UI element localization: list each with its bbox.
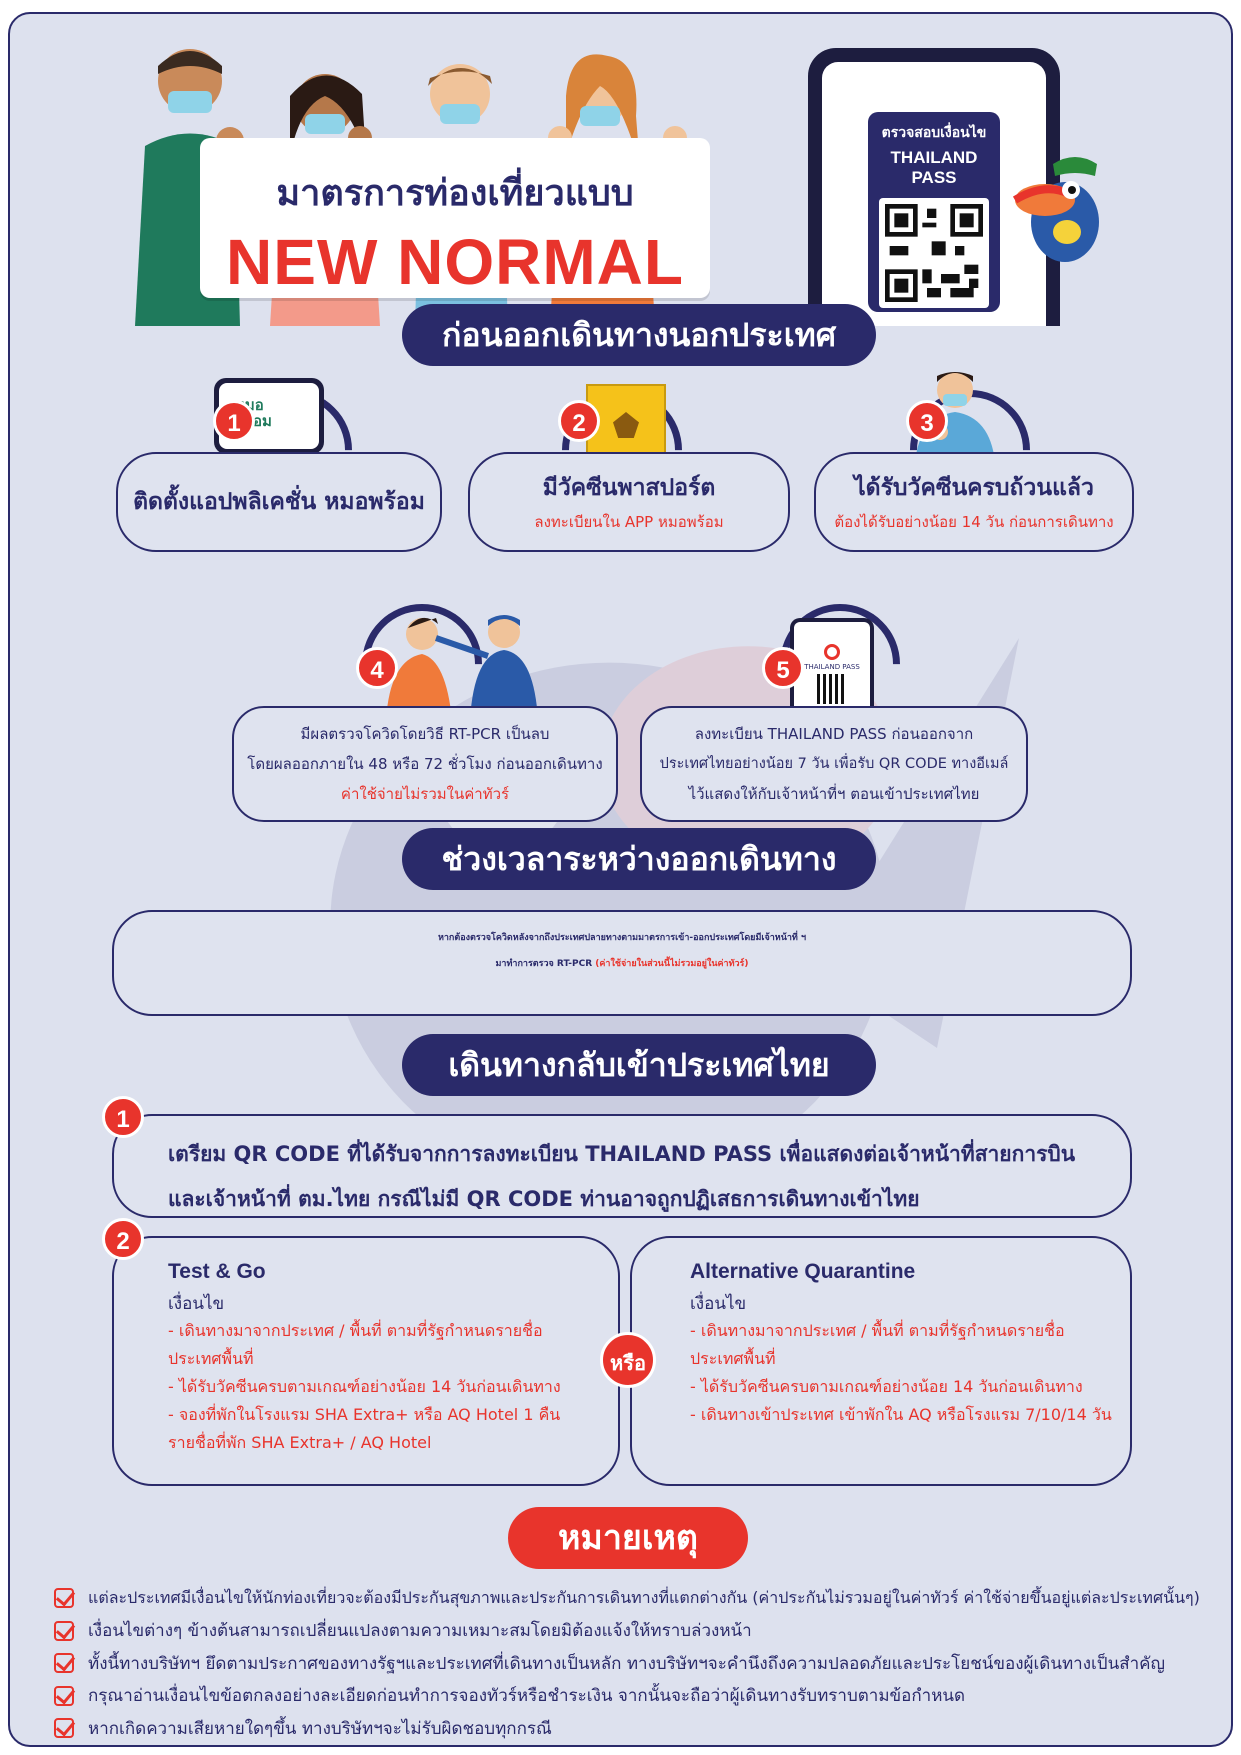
step-1-card: ติดตั้งแอปพลิเคชั่น หมอพร้อม — [116, 452, 442, 552]
step-5-line-1: ลงทะเบียน THAILAND PASS ก่อนออกจาก — [694, 725, 974, 743]
note-item: ทั้งนี้ทางบริษัทฯ ยึดตามประกาศของทางรัฐฯ… — [54, 1647, 1224, 1680]
step-3-text: ได้รับวัคซีนครบถ้วนแล้ว — [854, 475, 1094, 501]
or-badge: หรือ — [600, 1332, 656, 1388]
sign-subtitle: NEW NORMAL — [226, 226, 684, 298]
thailand-pass-card: ตรวจสอบเงื่อนไข THAILAND PASS — [868, 112, 1000, 312]
toucan-mascot — [1012, 157, 1099, 262]
section-return-title: เดินทางกลับเข้าประเทศไทย — [402, 1034, 876, 1096]
step-5-line-2: ประเทศไทยอย่างน้อย 7 วัน เพื่อรับ QR COD… — [659, 756, 1009, 772]
step-2-subtext: ลงทะเบียนใน APP หมอพร้อม — [534, 513, 724, 531]
covid-test-icon — [386, 615, 538, 720]
checkbox-icon — [54, 1653, 74, 1674]
alternative-quarantine-item: - ได้รับวัคซีนครบตามเกณฑ์อย่างน้อย 14 วั… — [690, 1377, 1083, 1396]
alternative-quarantine-item: - เดินทางมาจากประเทศ / พื้นที่ ตามที่รัฐ… — [690, 1321, 1065, 1340]
during-cost-note: (ค่าใช้จ่ายในส่วนนี้ไม่รวมอยู่ในค่าทัวร์… — [595, 959, 749, 969]
step-5-line-3: ไว้แสดงให้กับเจ้าหน้าที่ฯ ตอนเข้าประเทศไ… — [688, 785, 980, 803]
note-text: หากเกิดความเสียหายใดๆขึ้น ทางบริษัทฯจะไม… — [88, 1718, 552, 1739]
phone-illustration: ตรวจสอบเงื่อนไข THAILAND PASS — [808, 48, 1060, 326]
during-line-1: หากต้องตรวจโควิดหลังจากถึงประเทศปลายทางต… — [437, 933, 807, 943]
note-text: ทั้งนี้ทางบริษัทฯ ยึดตามประกาศของทางรัฐฯ… — [88, 1653, 1166, 1674]
alternative-quarantine-card: Alternative Quarantine เงื่อนไข - เดินทา… — [630, 1236, 1132, 1486]
step-4-line-2: โดยผลออกภายใน 48 หรือ 72 ชั่วโมง ก่อนออก… — [247, 755, 603, 773]
alternative-quarantine-item: ประเทศพื้นที่ — [690, 1349, 776, 1368]
notes-list: แต่ละประเทศมีเงื่อนไขให้นักท่องเที่ยวจะต… — [54, 1582, 1224, 1745]
test-and-go-item: - เดินทางมาจากประเทศ / พื้นที่ ตามที่รัฐ… — [168, 1321, 543, 1340]
alternative-quarantine-conditions-label: เงื่อนไข — [690, 1294, 747, 1314]
step-3-badge: 3 — [906, 400, 948, 442]
thailand-pass-label: THAILAND PASS — [890, 148, 978, 187]
step-2-card: มีวัคซีนพาสปอร์ต ลงทะเบียนใน APP หมอพร้อ… — [468, 452, 790, 552]
check-conditions-label: ตรวจสอบเงื่อนไข — [881, 125, 987, 141]
checkbox-icon — [54, 1620, 74, 1641]
test-and-go-conditions-label: เงื่อนไข — [168, 1294, 225, 1314]
checkbox-icon — [54, 1685, 74, 1706]
step-5-badge: 5 — [762, 647, 804, 689]
note-item: แต่ละประเทศมีเงื่อนไขให้นักท่องเที่ยวจะต… — [54, 1582, 1224, 1615]
step-2-text: มีวัคซีนพาสปอร์ต — [542, 475, 716, 501]
during-line-2: มาทำการตรวจ RT-PCR — [495, 959, 593, 969]
thailand-pass-phone-icon: THAILAND PASS — [790, 618, 874, 718]
note-text: แต่ละประเทศมีเงื่อนไขให้นักท่องเที่ยวจะต… — [88, 1587, 1200, 1607]
section-before-title: ก่อนออกเดินทางนอกประเทศ — [402, 304, 876, 366]
alternative-quarantine-item: - เดินทางเข้าประเทศ เข้าพักใน AQ หรือโรง… — [690, 1405, 1112, 1424]
infographic-frame: มาตรการท่องเที่ยวแบบ NEW NORMAL ตรวจสอบเ… — [8, 12, 1233, 1747]
note-text: เงื่อนไขต่างๆ ข้างต้นสามารถเปลี่ยนแปลงตา… — [88, 1621, 752, 1642]
note-text: กรุณาอ่านเงื่อนไขข้อตกลงอย่างละเอียดก่อน… — [88, 1686, 966, 1707]
test-and-go-item: - จองที่พักในโรงแรม SHA Extra+ หรือ AQ H… — [168, 1405, 561, 1424]
step-2-badge: 2 — [558, 400, 600, 442]
step-1-text: ติดตั้งแอปพลิเคชั่น หมอพร้อม — [133, 489, 425, 515]
return-step-1-card: เตรียม QR CODE ที่ได้รับจากการลงทะเบียน … — [112, 1114, 1132, 1218]
note-item: เงื่อนไขต่างๆ ข้างต้นสามารถเปลี่ยนแปลงตา… — [54, 1615, 1224, 1648]
notes-title: หมายเหตุ — [508, 1507, 748, 1569]
note-item: กรุณาอ่านเงื่อนไขข้อตกลงอย่างละเอียดก่อน… — [54, 1680, 1224, 1713]
sign-title: มาตรการท่องเที่ยวแบบ — [276, 173, 634, 214]
test-and-go-card: Test & Go เงื่อนไข - เดินทางมาจากประเทศ … — [112, 1236, 620, 1486]
step-4-note: ค่าใช้จ่ายไม่รวมในค่าทัวร์ — [340, 785, 510, 803]
step-1-badge: 1 — [213, 400, 255, 442]
checkbox-icon — [54, 1718, 74, 1739]
test-and-go-title: Test & Go — [168, 1260, 266, 1283]
thailand-pass-mini-label: THAILAND PASS — [804, 663, 860, 671]
new-normal-sign: มาตรการท่องเที่ยวแบบ NEW NORMAL — [200, 138, 710, 298]
qr-code-icon — [879, 198, 989, 308]
return-step-1-line-1: เตรียม QR CODE ที่ได้รับจากการลงทะเบียน … — [168, 1142, 1076, 1166]
section-during-title: ช่วงเวลาระหว่างออกเดินทาง — [402, 828, 876, 890]
return-step-2-badge: 2 — [102, 1218, 144, 1260]
return-step-1-badge: 1 — [102, 1096, 144, 1138]
step-4-line-1: มีผลตรวจโควิดโดยวิธี RT-PCR เป็นลบ — [300, 725, 550, 743]
step-4-badge: 4 — [356, 647, 398, 689]
checkbox-icon — [54, 1588, 74, 1609]
step-3-card: ได้รับวัคซีนครบถ้วนแล้ว ต้องได้รับอย่างน… — [814, 452, 1134, 552]
return-step-1-line-2: และเจ้าหน้าที่ ตม.ไทย กรณีไม่มี QR CODE … — [168, 1187, 920, 1211]
during-card: หากต้องตรวจโควิดหลังจากถึงประเทศปลายทางต… — [112, 910, 1132, 1016]
note-item: หากเกิดความเสียหายใดๆขึ้น ทางบริษัทฯจะไม… — [54, 1712, 1224, 1745]
test-and-go-item: ประเทศพื้นที่ — [168, 1349, 254, 1368]
step-3-subtext: ต้องได้รับอย่างน้อย 14 วัน ก่อนการเดินทา… — [834, 513, 1114, 531]
alternative-quarantine-title: Alternative Quarantine — [690, 1260, 916, 1283]
test-and-go-item: - ได้รับวัคซีนครบตามเกณฑ์อย่างน้อย 14 วั… — [168, 1377, 561, 1396]
step-4-card: มีผลตรวจโควิดโดยวิธี RT-PCR เป็นลบ โดยผล… — [232, 706, 618, 822]
test-and-go-item: รายชื่อที่พัก SHA Extra+ / AQ Hotel — [168, 1433, 432, 1452]
step-5-card: ลงทะเบียน THAILAND PASS ก่อนออกจาก ประเท… — [640, 706, 1028, 822]
